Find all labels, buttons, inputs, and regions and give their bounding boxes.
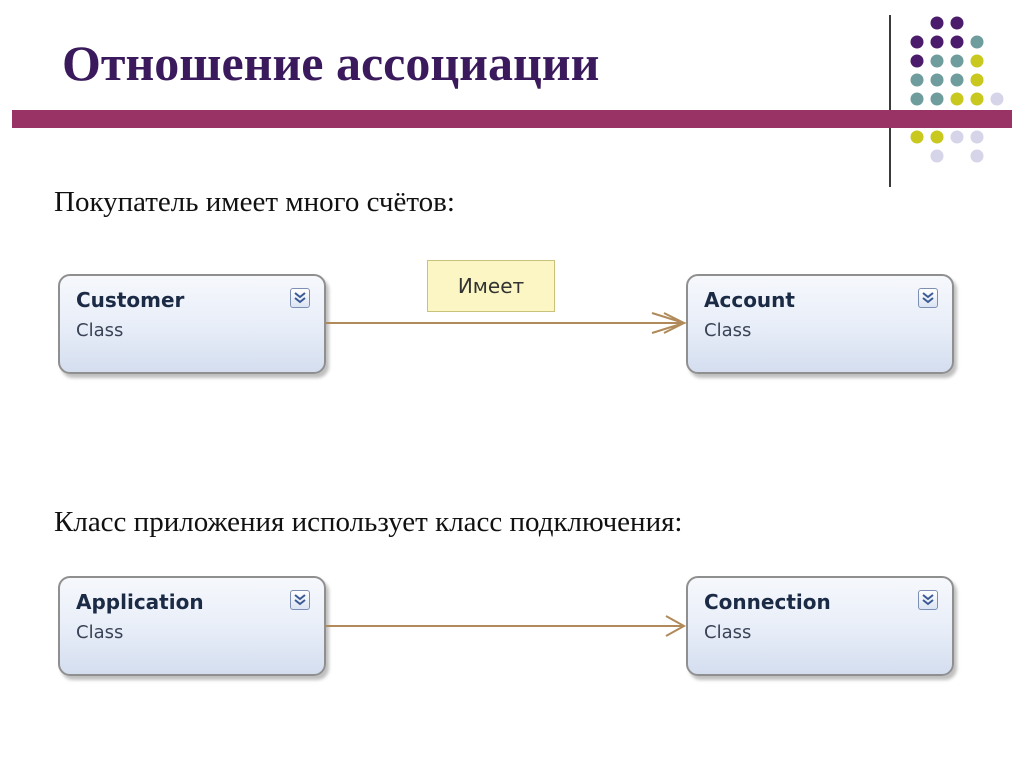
decorative-dot xyxy=(990,92,1004,106)
decorative-dot xyxy=(910,130,924,144)
title-underline-bar xyxy=(12,110,1012,128)
arrowhead-double-open xyxy=(651,312,688,334)
arrowhead-open xyxy=(665,615,687,637)
decorative-dot xyxy=(930,54,944,68)
decorative-dot xyxy=(910,73,924,87)
class-box-application[interactable]: Application Class xyxy=(58,576,326,676)
decorative-dot xyxy=(930,130,944,144)
class-box-customer[interactable]: Customer Class xyxy=(58,274,326,374)
decorative-dot xyxy=(930,16,944,30)
decorative-dot xyxy=(950,130,964,144)
decorative-dot xyxy=(970,149,984,163)
class-kind: Class xyxy=(76,320,124,341)
class-name: Account xyxy=(704,288,795,312)
chevron-double-down-icon[interactable] xyxy=(918,288,938,308)
class-box-connection[interactable]: Connection Class xyxy=(686,576,954,676)
decorative-dot xyxy=(970,92,984,106)
chevron-double-down-icon[interactable] xyxy=(290,288,310,308)
chevron-double-down-icon[interactable] xyxy=(918,590,938,610)
class-kind: Class xyxy=(704,320,752,341)
decorative-dot xyxy=(970,54,984,68)
association-label[interactable]: Имеет xyxy=(427,260,555,312)
decorative-dot xyxy=(910,54,924,68)
class-name: Connection xyxy=(704,590,831,614)
decorative-dot xyxy=(930,149,944,163)
decorative-dot xyxy=(910,35,924,49)
caption-customer-account: Покупатель имеет много счётов: xyxy=(54,186,455,218)
decorative-dot-grid xyxy=(910,16,1004,163)
class-kind: Class xyxy=(704,622,752,643)
decorative-dot xyxy=(930,73,944,87)
decorative-dot xyxy=(930,35,944,49)
decorative-dot xyxy=(950,92,964,106)
class-box-account[interactable]: Account Class xyxy=(686,274,954,374)
class-kind: Class xyxy=(76,622,124,643)
decorative-dot xyxy=(970,130,984,144)
slide-title: Отношение ассоциации xyxy=(62,35,600,91)
vertical-divider xyxy=(889,15,891,187)
decorative-dot xyxy=(970,35,984,49)
decorative-dot xyxy=(950,73,964,87)
decorative-dot xyxy=(950,35,964,49)
class-name: Application xyxy=(76,590,204,614)
decorative-dot xyxy=(950,16,964,30)
decorative-dot xyxy=(930,92,944,106)
class-name: Customer xyxy=(76,288,185,312)
chevron-double-down-icon[interactable] xyxy=(290,590,310,610)
decorative-dot xyxy=(950,54,964,68)
decorative-dot xyxy=(970,73,984,87)
caption-application-connection: Класс приложения использует класс подклю… xyxy=(54,506,683,538)
decorative-dot xyxy=(910,92,924,106)
